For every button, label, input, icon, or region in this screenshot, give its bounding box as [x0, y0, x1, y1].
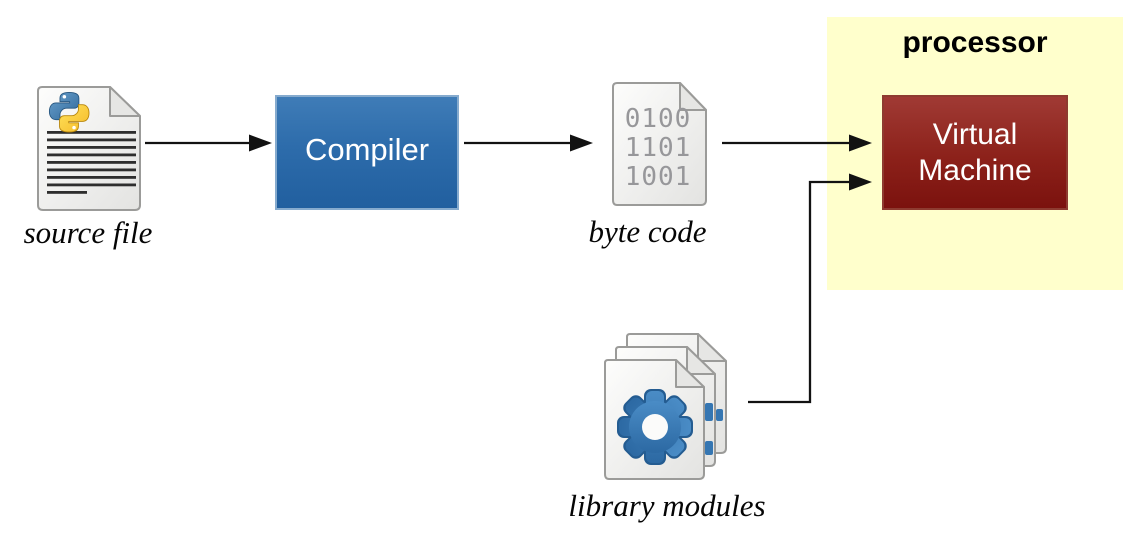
bytecode-document-icon: 0100 1101 1001 — [605, 78, 711, 214]
byte-code-caption: byte code — [588, 214, 707, 249]
gear-documents-icon — [604, 333, 727, 480]
compiler-node: Compiler — [275, 95, 459, 210]
arrowhead-icon — [849, 134, 872, 152]
document-icon — [612, 82, 707, 206]
processor-region: processor — [827, 17, 1123, 290]
compiler-label: Compiler — [304, 131, 430, 167]
python-document-icon — [37, 86, 141, 211]
virtual-machine-label: Virtual Machine — [918, 117, 1032, 187]
virtual-machine-node: Virtual Machine — [882, 95, 1068, 210]
arrow-library-to-vm — [748, 180, 850, 404]
arrowhead-icon — [570, 134, 593, 152]
arrowhead-icon — [249, 134, 272, 152]
arrowhead-icon — [849, 173, 872, 191]
source-file-caption: source file — [23, 215, 153, 250]
gear-icon — [617, 389, 693, 465]
processor-label: processor — [902, 26, 1048, 59]
library-modules-caption: library modules — [568, 488, 766, 523]
bytecode-digits: 0100 1101 1001 — [624, 104, 692, 192]
